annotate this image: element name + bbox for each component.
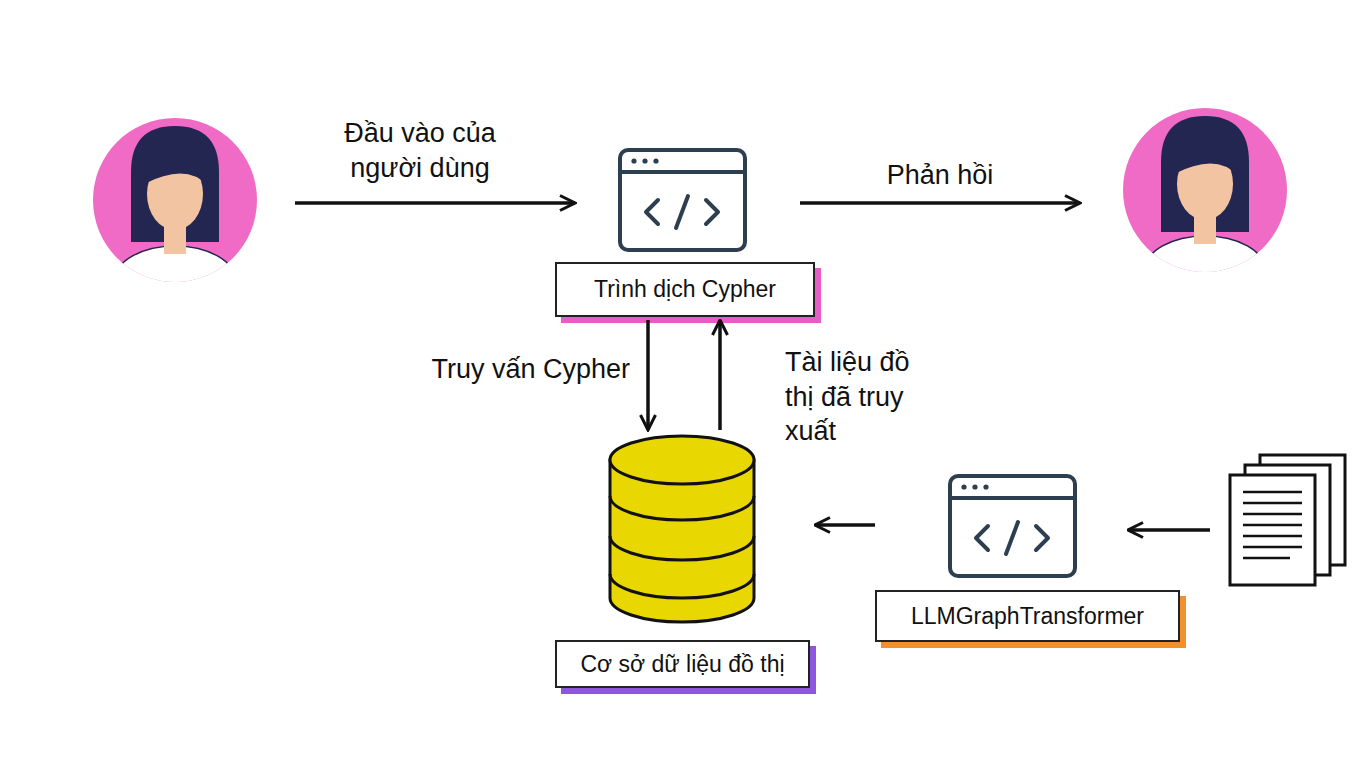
- label-box: LLMGraphTransformer: [875, 590, 1180, 642]
- flow-arrow: [718, 320, 722, 430]
- flow-arrow: [815, 523, 875, 527]
- user-avatar: [1123, 108, 1287, 304]
- user-avatar: [93, 118, 257, 314]
- code-window-icon: [950, 476, 1075, 576]
- node-label: Cơ sở dữ liệu đồ thị: [580, 651, 784, 678]
- flow-arrow: [646, 320, 650, 430]
- process-node: Trình dịch Cypher: [555, 145, 815, 320]
- input-arrow: [295, 201, 575, 205]
- flow-label: Đầu vào của người dùng: [320, 116, 520, 185]
- document-stack: [1230, 455, 1345, 585]
- flow-label: Phản hồi: [850, 158, 1030, 193]
- label-box: Cơ sở dữ liệu đồ thị: [555, 640, 810, 688]
- label-box: Trình dịch Cypher: [555, 262, 815, 317]
- node-label: LLMGraphTransformer: [911, 603, 1144, 630]
- database-cylinder: [610, 436, 754, 622]
- code-window-icon: [620, 150, 745, 250]
- process-node: Cơ sở dữ liệu đồ thị: [555, 430, 815, 690]
- document-arrow: [1128, 528, 1210, 532]
- edge-label: Tài liệu đồ thị đã truy xuất: [785, 345, 935, 449]
- node-label: Trình dịch Cypher: [594, 276, 776, 303]
- response-arrow: [800, 201, 1080, 205]
- process-node: LLMGraphTransformer: [875, 474, 1185, 644]
- edge-label: Truy vấn Cypher: [380, 352, 630, 387]
